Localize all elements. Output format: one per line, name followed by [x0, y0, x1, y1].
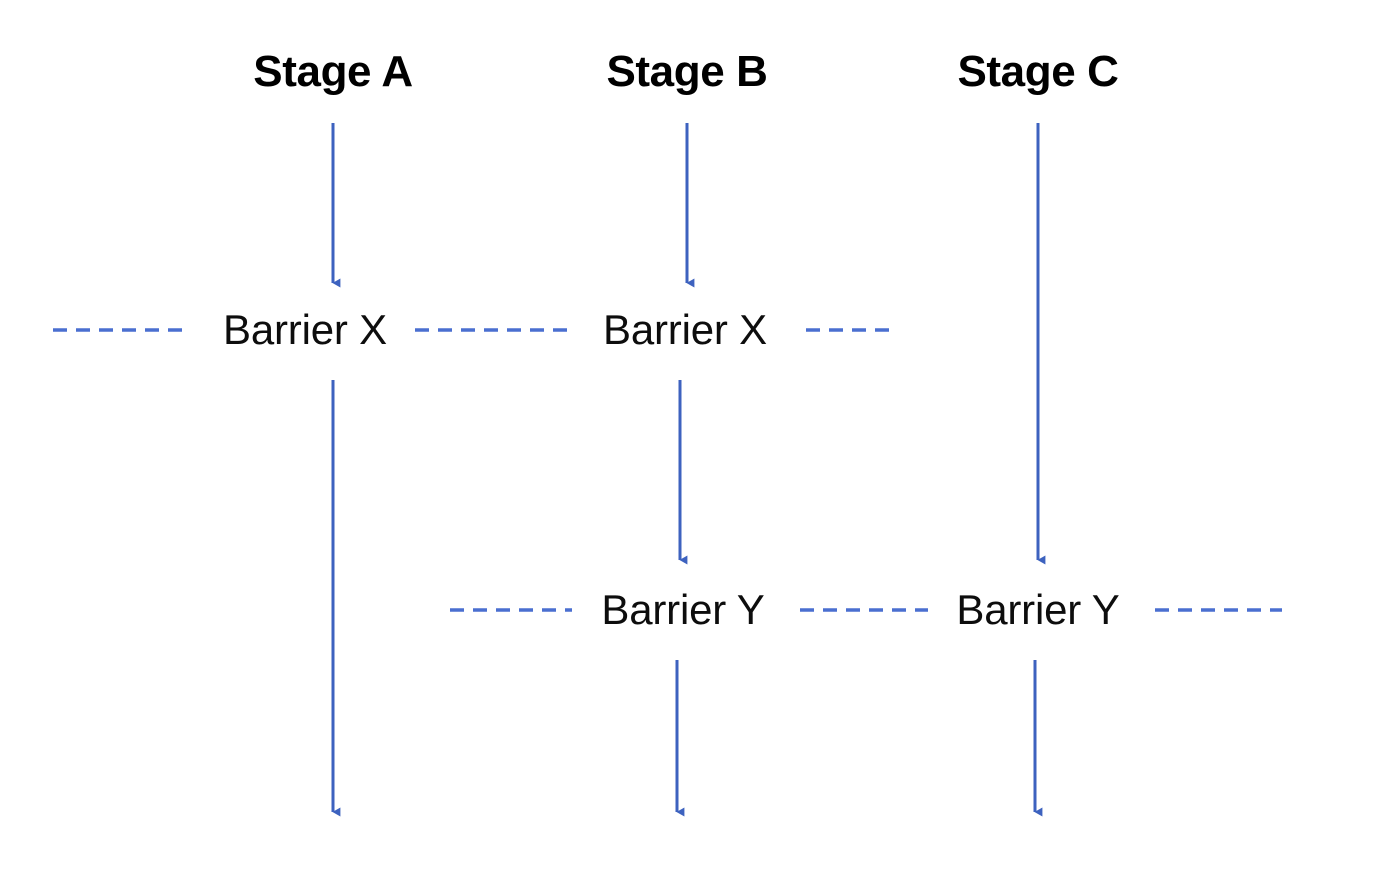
dashed-connector-layer — [53, 328, 1282, 612]
node-label-barrier-x-a: Barrier X — [223, 306, 387, 353]
stage-label-c: Stage C — [957, 47, 1119, 96]
node-label-barrier-y-b: Barrier Y — [601, 586, 765, 633]
arrow-layer — [331, 123, 1046, 817]
node-label-barrier-y-c: Barrier Y — [956, 586, 1120, 633]
stage-label-b: Stage B — [606, 47, 768, 96]
stage-label-a: Stage A — [253, 47, 413, 96]
node-label-barrier-x-b: Barrier X — [603, 306, 767, 353]
